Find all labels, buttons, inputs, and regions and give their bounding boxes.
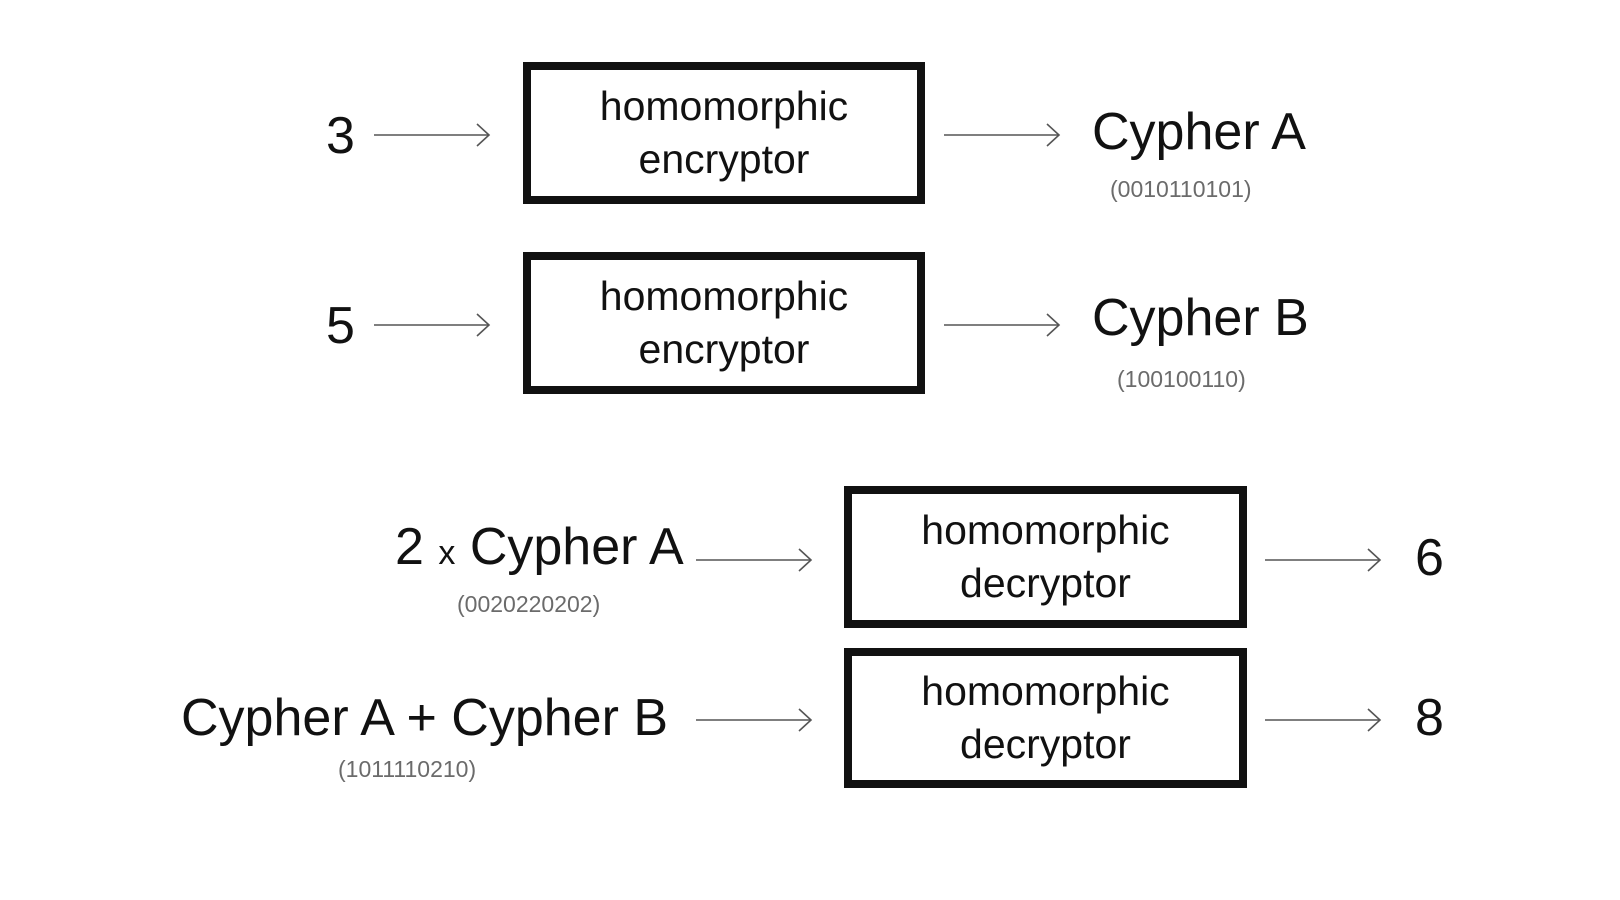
cypher-sum-input: Cypher A + Cypher B (181, 689, 669, 747)
cypher-b-code: (100100110) (1117, 366, 1246, 392)
cypher-term: Cypher A (469, 518, 684, 576)
cypher-sum-code: (1011110210) (338, 756, 477, 782)
right-arrow-icon (374, 123, 491, 147)
scaled-cypher-input: 2 x Cypher A (395, 521, 684, 573)
box-label-line2: decryptor (960, 721, 1131, 767)
homomorphic-encryptor-box: homomorphic encryptor (523, 62, 925, 204)
box-label-line1: homomorphic (599, 82, 849, 129)
homomorphic-decryptor-box: homomorphic decryptor (844, 648, 1247, 788)
cypher-a-code: (0010110101) (1110, 176, 1252, 202)
right-arrow-icon (1265, 548, 1382, 572)
box-label-line2: encryptor (638, 136, 810, 182)
multiplier-value: 2 (395, 518, 424, 576)
homomorphic-decryptor-box: homomorphic decryptor (844, 486, 1247, 628)
input-value-3: 3 (326, 107, 355, 165)
box-label-line2: decryptor (960, 560, 1131, 606)
decrypted-result-6: 6 (1415, 529, 1444, 587)
cypher-b-output: Cypher B (1092, 289, 1309, 347)
times-symbol: x (438, 534, 456, 572)
right-arrow-icon (696, 708, 813, 732)
box-label-line1: homomorphic (921, 667, 1170, 714)
input-value-5: 5 (326, 297, 355, 355)
homomorphic-encryptor-box: homomorphic encryptor (523, 252, 925, 394)
decrypted-result-8: 8 (1415, 689, 1444, 747)
box-label-line1: homomorphic (599, 272, 849, 319)
box-label-line2: encryptor (638, 326, 810, 372)
right-arrow-icon (1265, 708, 1382, 732)
scaled-cypher-code: (0020220202) (457, 591, 601, 617)
box-label-line1: homomorphic (921, 506, 1170, 553)
cypher-a-output: Cypher A (1092, 103, 1306, 161)
right-arrow-icon (944, 313, 1061, 337)
right-arrow-icon (374, 313, 491, 337)
right-arrow-icon (944, 123, 1061, 147)
right-arrow-icon (696, 548, 813, 572)
